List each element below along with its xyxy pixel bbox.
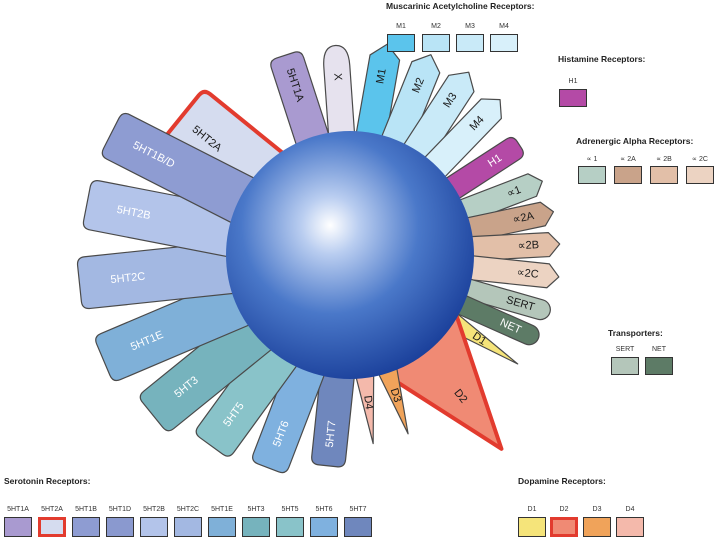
serotonin-legend-label: 5HT1A (7, 506, 29, 513)
serotonin-legend-label: 5HT7 (349, 506, 366, 513)
serotonin-legend-swatch (242, 517, 270, 537)
muscarinic-legend-label: M4 (499, 23, 509, 30)
muscarinic-legend-swatch (422, 34, 450, 52)
receptor-arm-label: ∝2C (516, 267, 539, 281)
dopamine-legend-label: D1 (528, 506, 537, 513)
adrenergic-legend-swatch (614, 166, 642, 184)
serotonin-legend-label: 5HT5 (281, 506, 298, 513)
histamine-legend-title: Histamine Receptors: (558, 54, 645, 64)
serotonin-legend-label: 5HT6 (315, 506, 332, 513)
serotonin-legend-swatch (72, 517, 100, 537)
dopamine-legend-label: D3 (593, 506, 602, 513)
serotonin-legend-swatch (106, 517, 134, 537)
muscarinic-legend-title: Muscarinic Acetylcholine Receptors: (386, 1, 534, 11)
serotonin-legend-swatch (174, 517, 202, 537)
dopamine-legend-label: D4 (626, 506, 635, 513)
serotonin-legend-label: 5HT2B (143, 506, 165, 513)
serotonin-legend-label: 5HT2C (177, 506, 199, 513)
transporters-legend-swatch (645, 357, 673, 375)
receptor-arm-label: D4 (361, 395, 375, 410)
transporters-legend-label: SERT (616, 346, 635, 353)
dopamine-legend-swatch (583, 517, 611, 537)
dopamine-legend-swatch (518, 517, 546, 537)
serotonin-legend-label: 5HT1B (75, 506, 97, 513)
muscarinic-legend-swatch (490, 34, 518, 52)
histamine-legend-label: H1 (569, 78, 578, 85)
adrenergic-legend-label: ∝ 2B (656, 155, 672, 163)
serotonin-legend-label: 5HT1E (211, 506, 233, 513)
adrenergic-legend-swatch (578, 166, 606, 184)
adrenergic-legend-swatch (650, 166, 678, 184)
serotonin-legend-swatch (344, 517, 372, 537)
dopamine-legend-label: D2 (560, 506, 569, 513)
serotonin-legend-label: 5HT2A (41, 506, 63, 513)
serotonin-legend-label: 5HT1D (109, 506, 131, 513)
muscarinic-legend-label: M3 (465, 23, 475, 30)
dopamine-legend-title: Dopamine Receptors: (518, 476, 606, 486)
dopamine-legend-swatch (616, 517, 644, 537)
adrenergic-legend-label: ∝ 2C (692, 155, 708, 163)
muscarinic-legend-label: M1 (396, 23, 406, 30)
muscarinic-legend-swatch (387, 34, 415, 52)
adrenergic-legend-swatch (686, 166, 714, 184)
adrenergic-legend-label: ∝ 1 (587, 155, 598, 163)
serotonin-legend-swatch (208, 517, 236, 537)
receptor-arm-label: ∝2B (517, 239, 539, 252)
transporters-legend-label: NET (652, 346, 666, 353)
histamine-legend-swatch (559, 89, 587, 107)
serotonin-legend-swatch (310, 517, 338, 537)
serotonin-legend-swatch (4, 517, 32, 537)
serotonin-legend-swatch (276, 517, 304, 537)
drug-sphere (226, 131, 474, 379)
adrenergic-legend-title: Adrenergic Alpha Receptors: (576, 136, 693, 146)
muscarinic-legend-label: M2 (431, 23, 441, 30)
serotonin-legend-swatch (140, 517, 168, 537)
serotonin-legend-label: 5HT3 (247, 506, 264, 513)
serotonin-legend-swatch (38, 517, 66, 537)
adrenergic-legend-label: ∝ 2A (620, 155, 636, 163)
serotonin-legend-title: Serotonin Receptors: (4, 476, 90, 486)
transporters-legend-swatch (611, 357, 639, 375)
transporters-legend-title: Transporters: (608, 328, 663, 338)
muscarinic-legend-swatch (456, 34, 484, 52)
dopamine-legend-swatch (550, 517, 578, 537)
